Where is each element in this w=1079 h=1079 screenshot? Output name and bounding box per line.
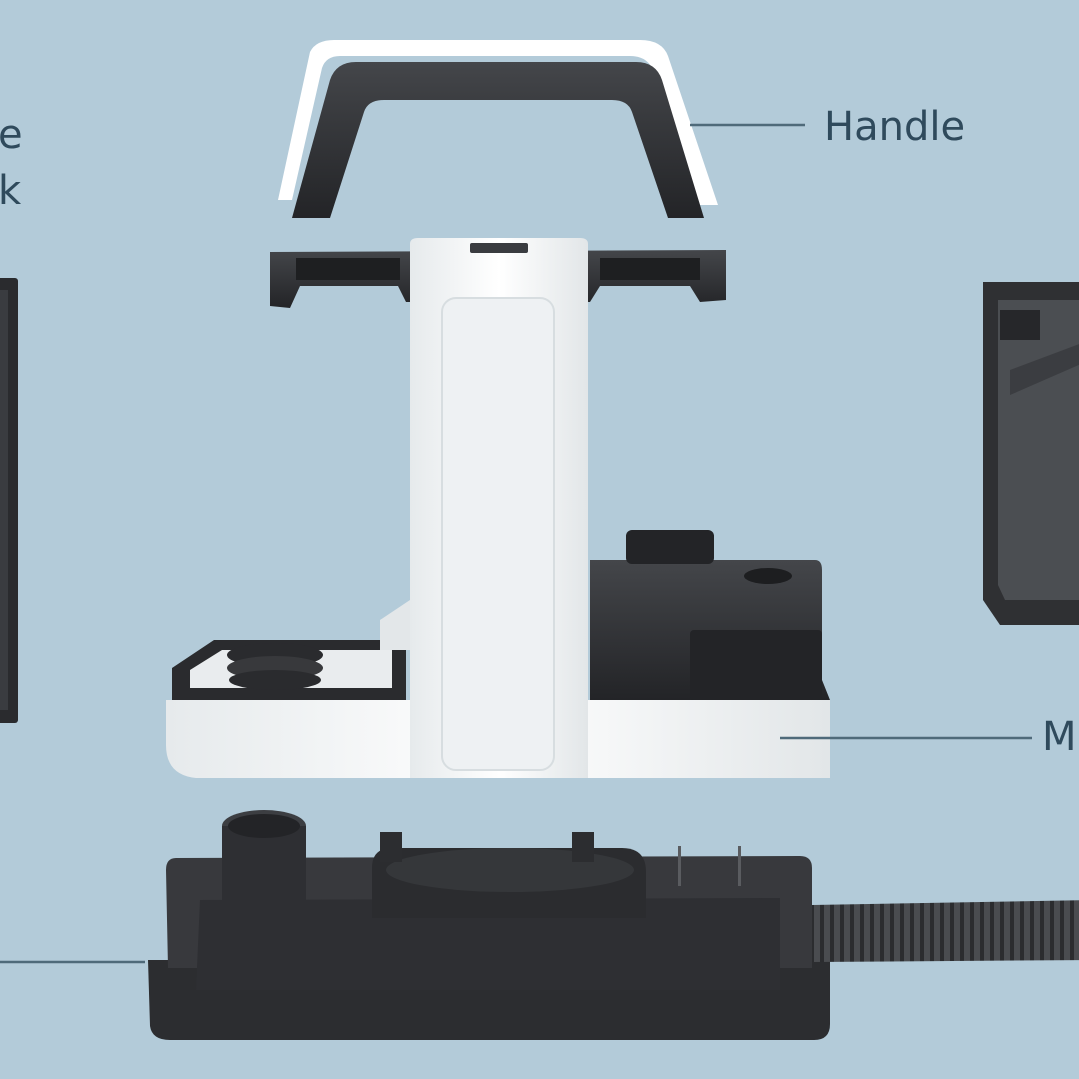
label-handle: Handle (824, 104, 966, 150)
label-left-partial-line1: e (0, 112, 23, 158)
label-left-partial-line2: k (0, 168, 22, 214)
handle-part (278, 40, 718, 218)
left-tank (0, 278, 18, 723)
base-tray (148, 810, 830, 1040)
right-tank (983, 282, 1079, 625)
central-column (410, 238, 588, 778)
hose (812, 900, 1079, 962)
label-right-partial: M (1042, 714, 1077, 760)
